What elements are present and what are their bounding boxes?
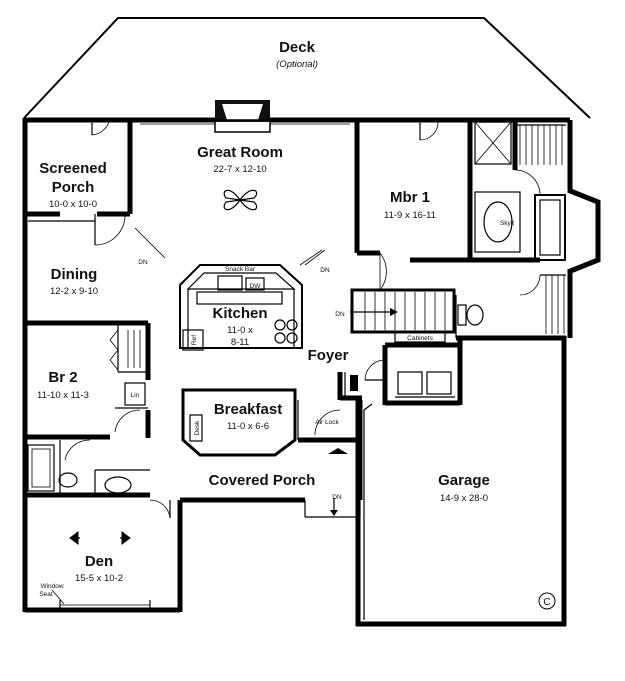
dining-label: Dining [51, 266, 98, 283]
snack-bar-label: Snack Bar [225, 266, 256, 273]
foyer-walls [297, 372, 362, 454]
dn-label-porch: DN [332, 494, 342, 501]
dn-label-dining: DN [138, 259, 148, 266]
great-room-label: Great Room [197, 144, 283, 161]
mbr1-label: Mbr 1 [390, 189, 430, 206]
air-lock-label: Air Lock [315, 419, 339, 426]
great-room-dim: 22-7 x 12-10 [213, 164, 266, 175]
dn-label-stairs: DN [335, 311, 345, 318]
window-seat-label-1: Window [40, 583, 63, 590]
screened-porch-walls [25, 118, 133, 246]
master-walls [354, 120, 566, 338]
exterior-walls [22, 117, 601, 627]
desk-label: Desk [194, 420, 201, 436]
den-details [51, 531, 151, 612]
den-label: Den [85, 553, 113, 570]
br2-label: Br 2 [48, 369, 77, 386]
interior-walls-left [25, 320, 171, 519]
copyright-symbol: C [543, 597, 550, 608]
kitchen [179, 264, 303, 351]
breakfast-dim: 11-0 x 6-6 [227, 421, 269, 432]
garage-label: Garage [438, 472, 490, 489]
dn-arrows [134, 227, 338, 516]
ref-label: Ref [191, 335, 198, 345]
den-dim: 15-5 x 10-2 [75, 573, 123, 584]
kitchen-label: Kitchen [212, 305, 267, 322]
skylt-label: Skylt [500, 220, 514, 227]
garage-details [363, 403, 556, 620]
dining-dim: 12-2 x 9-10 [50, 286, 98, 297]
covered-porch-label: Covered Porch [209, 472, 316, 489]
deck-outline [23, 17, 591, 119]
screened-porch-dim: 10-0 x 10-0 [49, 199, 97, 210]
screened-porch-label-2: Porch [52, 179, 95, 196]
ceiling-fan-icon [223, 189, 258, 211]
fireplace [214, 100, 271, 133]
deck-door [91, 117, 111, 136]
dn-label-foyer: DN [320, 267, 330, 274]
breakfast-label: Breakfast [214, 401, 282, 418]
laundry-area [364, 331, 463, 406]
deck-note: (Optional) [276, 59, 318, 70]
stairs [350, 288, 456, 334]
window-seat-label-2: Seat [39, 591, 53, 598]
foyer-label: Foyer [308, 347, 349, 364]
breakfast-room [181, 388, 297, 457]
garage-dim: 14-9 x 28-0 [440, 493, 488, 504]
br2-dim: 11-10 x 11-3 [37, 390, 89, 401]
mbr1-dim: 11-9 x 16-11 [384, 210, 436, 221]
screened-porch-label-1: Screened [39, 160, 107, 177]
cabinets-label: Cabinets [407, 335, 433, 342]
deck-label: Deck [279, 39, 316, 56]
kitchen-dim-2: 8-11 [231, 337, 249, 348]
lin-label: Lin [131, 392, 140, 399]
dw-label: DW [250, 283, 262, 290]
kitchen-dim-1: 11-0 x [227, 325, 253, 336]
